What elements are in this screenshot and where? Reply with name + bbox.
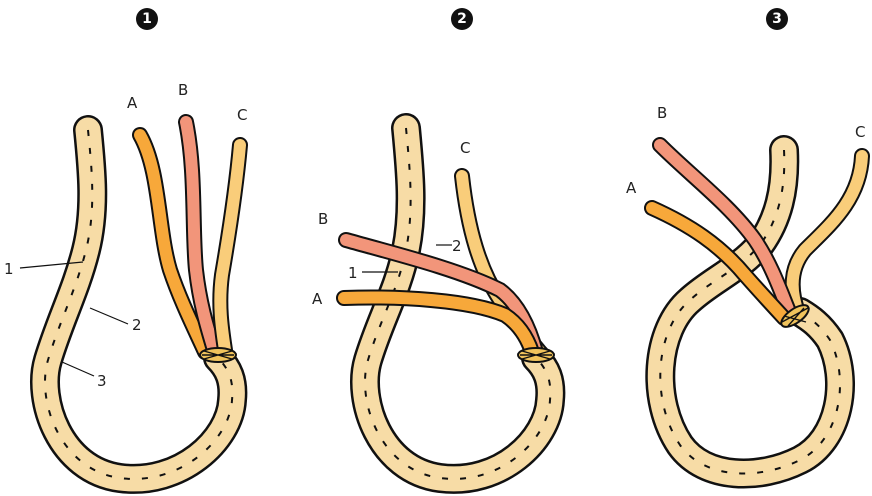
panel-step-2: B A C 1 2 <box>312 128 554 479</box>
whipping <box>200 348 236 362</box>
label-1: 1 <box>4 260 14 278</box>
label-c: C <box>237 106 247 124</box>
panel-step-1: A B C 1 2 3 <box>4 81 247 479</box>
label-a: A <box>626 179 637 197</box>
label-a: A <box>127 94 138 112</box>
label-b: B <box>318 210 328 228</box>
label-2: 2 <box>132 316 142 334</box>
label-c: C <box>855 123 865 141</box>
label-a: A <box>312 290 323 308</box>
callout-2: 2 <box>90 308 142 334</box>
strand-c <box>220 145 240 350</box>
label-1: 1 <box>348 264 358 282</box>
callout-2: 2 <box>436 237 462 255</box>
label-b: B <box>178 81 188 99</box>
label-3: 3 <box>97 372 107 390</box>
strand-c <box>793 156 862 312</box>
label-b: B <box>657 104 667 122</box>
whipping <box>518 348 554 362</box>
label-2: 2 <box>452 237 462 255</box>
callout-3: 3 <box>62 362 107 390</box>
panel-step-3: B A C <box>626 104 865 474</box>
label-c: C <box>460 139 470 157</box>
